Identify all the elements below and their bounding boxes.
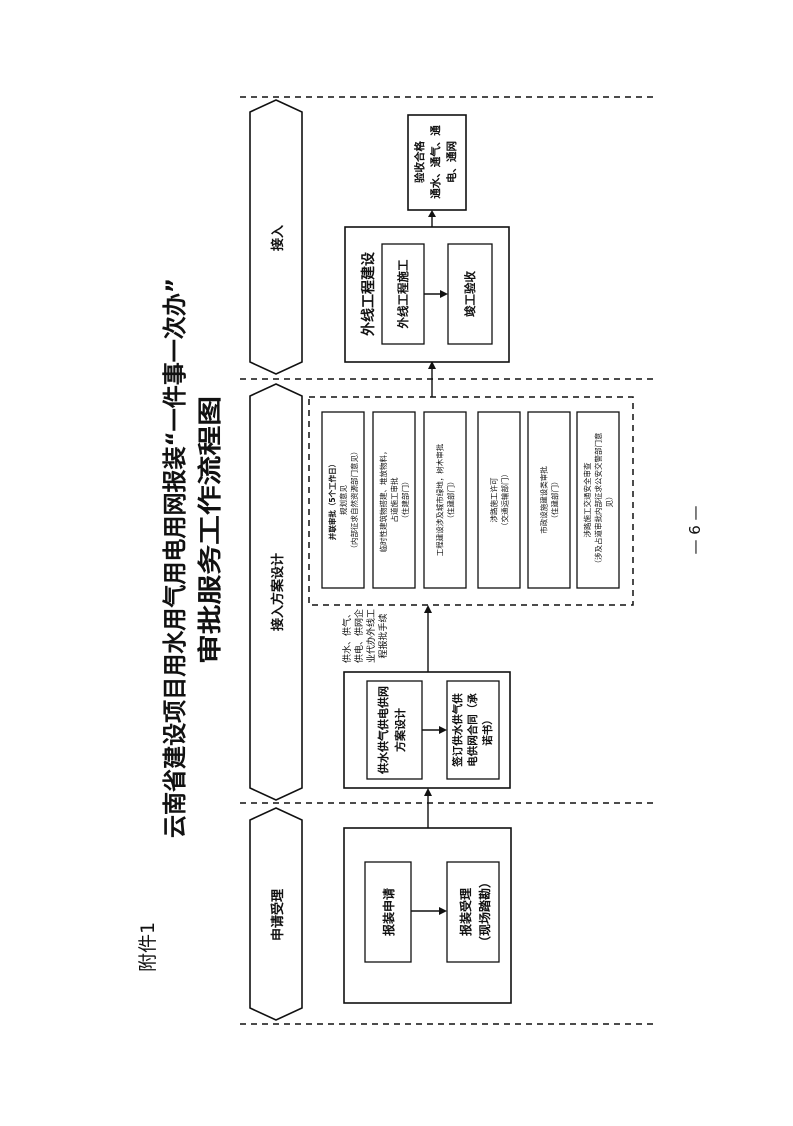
accept-step-box — [446, 861, 500, 963]
approval-2-line-2: 占道施工审批 — [389, 477, 399, 522]
phase-label-connect: 接入 — [270, 225, 286, 251]
approval-4-line-2: （交通运输部门） — [500, 470, 510, 530]
construction-step-box — [381, 243, 425, 345]
accept-step-line1: 报装受理 — [458, 888, 473, 936]
approval-3-line-1: 工程建设涉及城市绿地，树木审批 — [435, 443, 445, 556]
completion-step-box — [447, 243, 493, 345]
approval-list: 并联审批（5个工作日）规划意见（内部征求自然资源部门意见） 临时性建筑物搭建、堆放… — [321, 411, 620, 589]
approval-box-4 — [477, 411, 521, 589]
contract-step-line1: 签订供水供气供 — [451, 693, 464, 768]
arrow-head — [439, 726, 447, 734]
phase-label-design: 接入方案设计 — [270, 553, 286, 631]
arrow-head — [428, 361, 436, 369]
side-note-line1: 供水、供气、 — [341, 609, 353, 663]
final-box — [407, 114, 467, 211]
arrow-head — [440, 290, 448, 298]
phase-banner-design — [249, 383, 303, 801]
approval-6-line-3: 见） — [605, 493, 614, 508]
apply-step-box — [364, 861, 412, 963]
accept-step-line2: （现场踏勘） — [477, 876, 492, 948]
side-note-line4: 程报批手续 — [377, 613, 389, 658]
approval-3-line-2: （住建部门） — [446, 478, 456, 523]
attachment-label: 附件1 — [137, 922, 159, 972]
page-number: — 6 — — [686, 505, 704, 554]
approval-2-line-3: （住建部门） — [400, 478, 410, 523]
parallel-approvals-container — [308, 396, 634, 606]
external-title: 外线工程建设 — [360, 251, 377, 336]
plan-step-box — [366, 680, 423, 780]
final-line3: 电、通网 — [445, 141, 458, 183]
final-line1: 验收合格 — [413, 141, 426, 183]
final-line2: 通水、通气、通 — [429, 125, 442, 199]
approval-box-5 — [527, 411, 571, 589]
title-line-2: 审批服务工作流程图 — [196, 396, 224, 664]
arrow-head — [424, 788, 432, 796]
approval-5-line-1: 市政设施建设类审批 — [539, 466, 549, 534]
approval-2-line-1: 临时性建筑物搭建、堆放物料， — [378, 448, 388, 553]
phase-banner-apply — [249, 807, 303, 1021]
approval-4-line-1: 涉路施工许可 — [489, 477, 499, 522]
construction-step-label: 外线工程施工 — [396, 259, 410, 329]
plan-step-line1: 供水供气供电供网 — [376, 686, 390, 775]
apply-step-label: 报装申请 — [381, 888, 396, 936]
title-line-1: 云南省建设项目用水用气用电用网报装“一件事一次办” — [161, 278, 189, 838]
approval-1-line-2: 规划意见 — [338, 485, 348, 515]
phase-label-apply: 申请受理 — [270, 889, 286, 941]
side-note-line3: 业代办外线工 — [365, 609, 377, 663]
contract-step-line2: 电供网合同（承 — [466, 693, 479, 767]
approval-box-3 — [423, 411, 467, 589]
arrow-head — [439, 907, 447, 915]
contract-step-box — [446, 680, 500, 780]
approval-1-line-3: （内部征求自然资源部门意见） — [349, 448, 359, 553]
approval-box-1 — [321, 411, 365, 589]
approval-6-line-2: （涉及占道审批内部征求公安交警部门意 — [593, 433, 603, 568]
approval-box-6 — [576, 411, 620, 589]
phase-banner-connect — [249, 99, 303, 375]
side-note-line2: 供电、供网企 — [353, 609, 365, 663]
plan-step-line2: 方案设计 — [393, 708, 407, 752]
arrow-head — [424, 605, 432, 613]
approval-box-2 — [372, 411, 416, 589]
approval-6-line-1: 涉路施工交通安全审查 — [582, 462, 592, 537]
contract-step-line3: 诺书） — [481, 714, 494, 746]
completion-step-label: 竣工验收 — [463, 271, 477, 317]
approval-1-line-1: 并联审批（5个工作日） — [327, 460, 337, 540]
arrow-head — [428, 210, 436, 217]
approval-5-line-2: （住建部门） — [550, 478, 560, 523]
